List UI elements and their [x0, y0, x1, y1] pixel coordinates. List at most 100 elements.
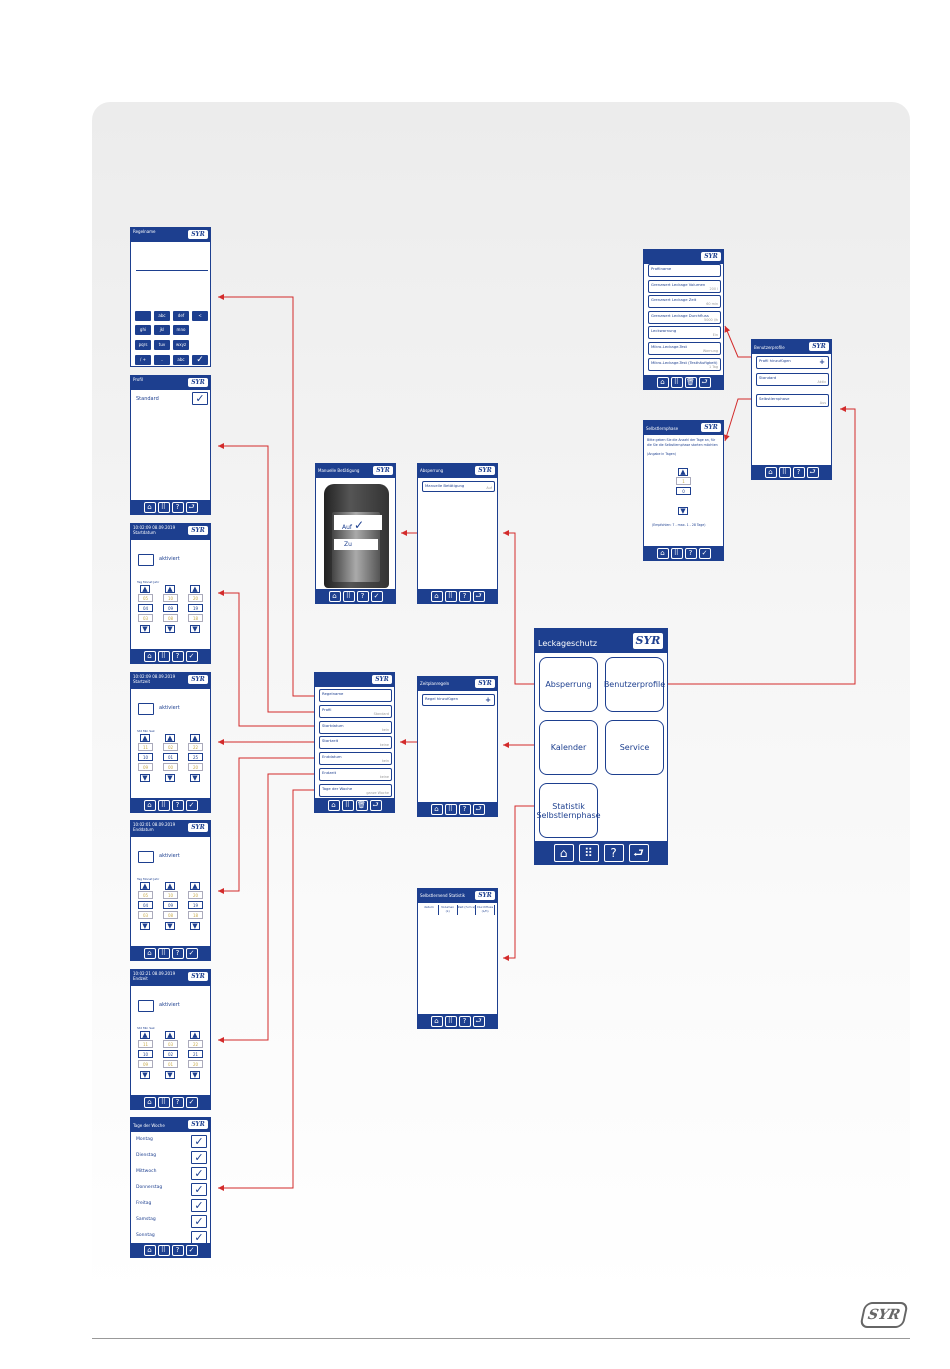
value-cell[interactable]: 19: [188, 901, 203, 909]
service-button[interactable]: Service: [605, 720, 664, 775]
up-arrow-icon[interactable]: ▲: [190, 734, 200, 742]
aktiviert-checkbox[interactable]: [138, 703, 154, 715]
help-icon[interactable]: ?: [792, 466, 805, 478]
value-cell[interactable]: 25: [188, 753, 203, 761]
keyboard-key[interactable]: tuv: [154, 340, 170, 350]
value-cell[interactable]: 05: [138, 891, 153, 899]
benutzerprofile-button[interactable]: Benutzerprofile: [604, 657, 665, 712]
grid-icon[interactable]: ⠿: [157, 501, 170, 513]
up-arrow-icon[interactable]: ▲: [165, 1031, 175, 1039]
rule-field-row[interactable]: Regelname: [319, 689, 392, 702]
profile-field-row[interactable]: Profilname: [648, 264, 721, 277]
back-icon[interactable]: ⮐: [185, 501, 198, 513]
keyboard-key[interactable]: ghi: [135, 325, 151, 335]
value-cell[interactable]: 22: [188, 743, 203, 751]
down-arrow-icon[interactable]: ▼: [190, 1071, 200, 1079]
down-arrow-icon[interactable]: ▼: [190, 625, 200, 633]
keyboard-key[interactable]: wxyz: [173, 340, 189, 350]
value-cell[interactable]: 10: [163, 594, 178, 602]
check-icon[interactable]: ✓: [698, 547, 711, 559]
value-cell[interactable]: 10: [163, 891, 178, 899]
home-icon[interactable]: ⌂: [143, 799, 156, 811]
home-icon[interactable]: ⌂: [143, 947, 156, 959]
value-cell[interactable]: 02: [163, 1050, 178, 1058]
down-arrow-icon[interactable]: ▼: [165, 1071, 175, 1079]
day-value-current[interactable]: 0: [676, 487, 691, 495]
keyboard-key[interactable]: ..: [154, 355, 170, 365]
profile-list-row[interactable]: Profil hinzufügen+: [756, 356, 829, 369]
help-icon[interactable]: ?: [356, 590, 369, 602]
home-icon[interactable]: ⌂: [553, 843, 574, 862]
help-icon[interactable]: ?: [458, 803, 471, 815]
value-cell[interactable]: 00: [163, 763, 178, 771]
grid-icon[interactable]: ⠿: [444, 803, 457, 815]
confirm-key[interactable]: ✓: [192, 355, 208, 365]
keyboard-key[interactable]: abc: [173, 355, 189, 365]
up-arrow-icon[interactable]: ▲: [165, 734, 175, 742]
down-arrow-icon[interactable]: ▼: [140, 1071, 150, 1079]
value-cell[interactable]: 11: [138, 743, 153, 751]
value-cell[interactable]: 09: [138, 1060, 153, 1068]
home-icon[interactable]: ⌂: [764, 466, 777, 478]
check-icon[interactable]: ✓: [191, 1135, 207, 1148]
grid-icon[interactable]: ⠿: [670, 547, 683, 559]
check-icon[interactable]: ✓: [185, 947, 198, 959]
grid-icon[interactable]: ⠿: [341, 799, 354, 811]
help-icon[interactable]: ?: [171, 947, 184, 959]
up-arrow-icon[interactable]: ▲: [165, 882, 175, 890]
grid-icon[interactable]: ⠿: [157, 1244, 170, 1256]
back-icon[interactable]: ⮐: [472, 590, 485, 602]
back-icon[interactable]: ⮐: [472, 803, 485, 815]
help-icon[interactable]: ?: [171, 1096, 184, 1108]
keyboard-key[interactable]: pqrs: [135, 340, 151, 350]
home-icon[interactable]: ⌂: [430, 803, 443, 815]
keyboard-key[interactable]: <: [192, 311, 208, 321]
grid-icon[interactable]: ⠿: [157, 947, 170, 959]
kalender-button[interactable]: Kalender: [539, 720, 598, 775]
home-icon[interactable]: ⌂: [328, 590, 341, 602]
up-arrow-icon[interactable]: ▲: [140, 734, 150, 742]
grid-icon[interactable]: ⠿: [157, 1096, 170, 1108]
grid-icon[interactable]: ⠿: [342, 590, 355, 602]
up-arrow-icon[interactable]: ▲: [165, 585, 175, 593]
grid-icon[interactable]: ⠿: [670, 376, 683, 388]
value-cell[interactable]: 21: [188, 1050, 203, 1058]
back-icon[interactable]: ⮐: [698, 376, 711, 388]
grid-icon[interactable]: ⠿: [778, 466, 791, 478]
check-icon[interactable]: ✓: [185, 799, 198, 811]
check-icon[interactable]: ✓: [191, 1215, 207, 1228]
value-cell[interactable]: 20: [188, 763, 203, 771]
home-icon[interactable]: ⌂: [656, 547, 669, 559]
down-arrow-icon[interactable]: ▼: [140, 625, 150, 633]
value-cell[interactable]: 20: [188, 891, 203, 899]
value-cell[interactable]: 18: [188, 911, 203, 919]
statistik-button[interactable]: Statistik Selbstlernphase: [536, 783, 601, 838]
up-arrow-icon[interactable]: ▲: [190, 1031, 200, 1039]
keyboard-key[interactable]: def: [173, 311, 189, 321]
up-arrow-icon[interactable]: ▲: [140, 585, 150, 593]
keyboard-key[interactable]: abc: [154, 311, 170, 321]
text-input-line[interactable]: [136, 270, 208, 271]
grid-icon[interactable]: ⠿: [157, 650, 170, 662]
back-icon[interactable]: ⮐: [472, 1015, 485, 1027]
check-icon[interactable]: ✓: [370, 590, 383, 602]
profile-item[interactable]: Standard: [136, 396, 159, 402]
value-cell[interactable]: 09: [163, 901, 178, 909]
value-cell[interactable]: 10: [138, 753, 153, 761]
value-cell[interactable]: 03: [138, 614, 153, 622]
down-arrow-icon[interactable]: ▼: [140, 774, 150, 782]
keyboard-key[interactable]: jkl: [154, 325, 170, 335]
down-arrow-icon[interactable]: ▼: [678, 507, 688, 515]
help-icon[interactable]: ?: [603, 843, 624, 862]
value-cell[interactable]: 10: [138, 1050, 153, 1058]
value-cell[interactable]: 04: [138, 604, 153, 612]
keyboard-key[interactable]: / +: [135, 355, 151, 365]
